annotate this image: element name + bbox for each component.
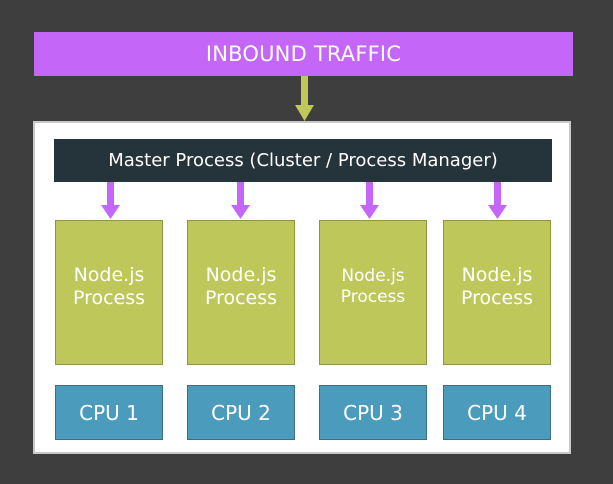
cpu-1-label: CPU 1 xyxy=(79,400,139,425)
inbound-traffic-label: INBOUND TRAFFIC xyxy=(205,42,402,66)
process-2-line1: Node.js xyxy=(205,263,277,286)
nodejs-process-4: Node.js Process xyxy=(443,220,551,365)
process-1-line1: Node.js xyxy=(73,263,145,286)
inbound-arrow xyxy=(295,76,314,121)
inbound-traffic-banner: INBOUND TRAFFIC xyxy=(34,32,573,76)
process-3-line1: Node.js xyxy=(341,265,405,286)
nodejs-process-1: Node.js Process xyxy=(55,220,163,365)
cpu-3-label: CPU 3 xyxy=(343,400,403,425)
process-3-line2: Process xyxy=(340,286,406,307)
cpu-4-label: CPU 4 xyxy=(467,400,527,425)
cpu-4-box: CPU 4 xyxy=(443,385,551,440)
nodejs-process-3: Node.js Process xyxy=(319,220,427,365)
master-process-label: Master Process (Cluster / Process Manage… xyxy=(108,150,498,171)
process-4-line1: Node.js xyxy=(461,263,533,286)
cpu-3-box: CPU 3 xyxy=(319,385,427,440)
process-4-line2: Process xyxy=(460,286,534,309)
master-process-box: Master Process (Cluster / Process Manage… xyxy=(54,139,552,182)
cpu-2-label: CPU 2 xyxy=(211,400,271,425)
cpu-2-box: CPU 2 xyxy=(187,385,295,440)
cpu-1-box: CPU 1 xyxy=(55,385,163,440)
nodejs-process-2: Node.js Process xyxy=(187,220,295,365)
process-1-line2: Process xyxy=(72,286,146,309)
process-2-line2: Process xyxy=(204,286,278,309)
